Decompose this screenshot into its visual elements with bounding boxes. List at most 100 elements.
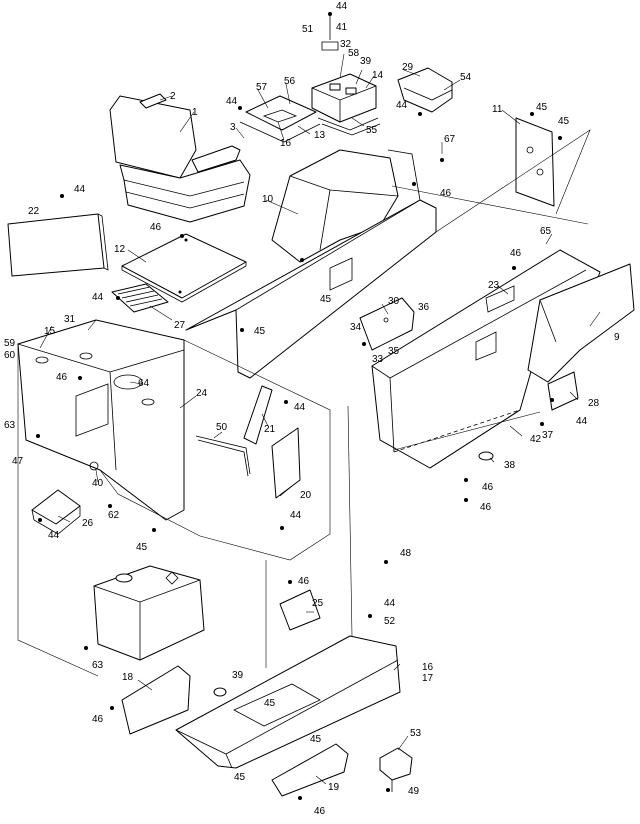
- fuel-tank: [93, 565, 205, 661]
- grate-27: [111, 283, 169, 313]
- callout-46d: 46: [56, 372, 68, 383]
- callout-57: 57: [256, 82, 268, 93]
- callout-63a: 63: [4, 420, 16, 431]
- callout-40: 40: [92, 478, 104, 489]
- callout-19: 19: [328, 782, 340, 793]
- callout-9: 9: [614, 332, 620, 343]
- control-console: [239, 12, 453, 143]
- callout-60: 60: [4, 350, 16, 361]
- callout-13: 13: [314, 130, 326, 141]
- callout-48: 48: [400, 548, 412, 559]
- callout-45h: 45: [234, 772, 246, 783]
- callout-10: 10: [262, 194, 274, 205]
- callout-53: 53: [410, 728, 422, 739]
- callout-2: 2: [170, 91, 176, 102]
- lower-frame: [121, 589, 401, 797]
- callout-45f: 45: [264, 698, 276, 709]
- callout-23: 23: [488, 280, 500, 291]
- callout-36: 36: [418, 302, 430, 313]
- callout-50: 50: [216, 422, 228, 433]
- plates-20-21: [243, 385, 301, 499]
- callout-12: 12: [114, 244, 126, 255]
- bracket-26: [31, 489, 81, 535]
- callout-46e: 46: [482, 482, 494, 493]
- callout-63b: 63: [92, 660, 104, 671]
- callout-44f: 44: [294, 402, 306, 413]
- right-frame: [371, 249, 635, 469]
- callout-44g: 44: [576, 416, 588, 427]
- callout-52: 52: [384, 616, 396, 627]
- callout-47: 47: [12, 456, 24, 467]
- left-tower: [17, 319, 185, 521]
- callout-46g: 46: [298, 576, 310, 587]
- seat: [109, 93, 251, 223]
- callout-28: 28: [588, 398, 600, 409]
- callout-20: 20: [300, 490, 312, 501]
- callout-34: 34: [350, 322, 362, 333]
- callout-15: 15: [44, 326, 56, 337]
- callout-54: 54: [460, 72, 472, 83]
- callout-49: 49: [408, 786, 420, 797]
- callout-24: 24: [196, 388, 208, 399]
- callout-16b: 16: [422, 662, 434, 673]
- assembly-53: [379, 747, 413, 792]
- callout-27: 27: [174, 320, 186, 331]
- callout-37: 37: [542, 430, 554, 441]
- callout-45g: 45: [310, 734, 322, 745]
- callout-41: 41: [336, 22, 348, 33]
- callout-44d: 44: [74, 184, 86, 195]
- callout-44a: 44: [336, 1, 348, 12]
- callout-25: 25: [312, 598, 324, 609]
- callout-45b: 45: [558, 116, 570, 127]
- callout-46c: 46: [510, 248, 522, 259]
- callout-55: 55: [366, 125, 378, 136]
- callout-18: 18: [122, 672, 134, 683]
- callout-45d: 45: [254, 326, 266, 337]
- floor-plate-12: [121, 233, 247, 303]
- callout-44b: 44: [396, 100, 408, 111]
- callout-3: 3: [230, 122, 236, 133]
- callout-67: 67: [444, 134, 456, 145]
- leader-lines: [39, 53, 601, 785]
- callout-42: 42: [530, 434, 542, 445]
- callout-31: 31: [64, 314, 76, 325]
- callout-22: 22: [28, 206, 40, 217]
- callout-39b: 39: [232, 670, 244, 681]
- callout-32: 32: [340, 39, 352, 50]
- callout-labels: 44 51 41 32 58 39 14 29 54 44 55 2 1 44 …: [4, 1, 620, 817]
- callout-26: 26: [82, 518, 94, 529]
- callout-35: 35: [388, 346, 400, 357]
- callout-44j: 44: [384, 598, 396, 609]
- callout-45e: 45: [136, 542, 148, 553]
- callout-62: 62: [108, 510, 120, 521]
- callout-14: 14: [372, 70, 384, 81]
- callout-46i: 46: [314, 806, 326, 817]
- callout-59: 59: [4, 338, 16, 349]
- callout-46h: 46: [92, 714, 104, 725]
- callout-39a: 39: [360, 56, 372, 67]
- callout-45a: 45: [536, 102, 548, 113]
- callout-44c: 44: [226, 96, 238, 107]
- callout-17: 17: [422, 673, 434, 684]
- callout-11: 11: [492, 104, 503, 115]
- callout-30: 30: [388, 296, 400, 307]
- callout-44i: 44: [290, 510, 302, 521]
- callout-46b: 46: [150, 222, 162, 233]
- callout-58: 58: [348, 48, 360, 59]
- callout-21: 21: [264, 424, 276, 435]
- panel-22: [7, 213, 109, 277]
- callout-64: 64: [138, 378, 150, 389]
- fastener-dots: [36, 12, 562, 800]
- callout-56: 56: [284, 76, 296, 87]
- callout-16a: 16: [280, 138, 292, 149]
- rod-50: [195, 435, 251, 477]
- callout-46f: 46: [480, 502, 492, 513]
- phantom-lines: [17, 129, 591, 677]
- callout-38: 38: [504, 460, 516, 471]
- callout-44h: 44: [48, 530, 60, 541]
- callout-33: 33: [372, 354, 384, 365]
- main-frame-upper: [185, 117, 555, 379]
- callout-51: 51: [302, 24, 314, 35]
